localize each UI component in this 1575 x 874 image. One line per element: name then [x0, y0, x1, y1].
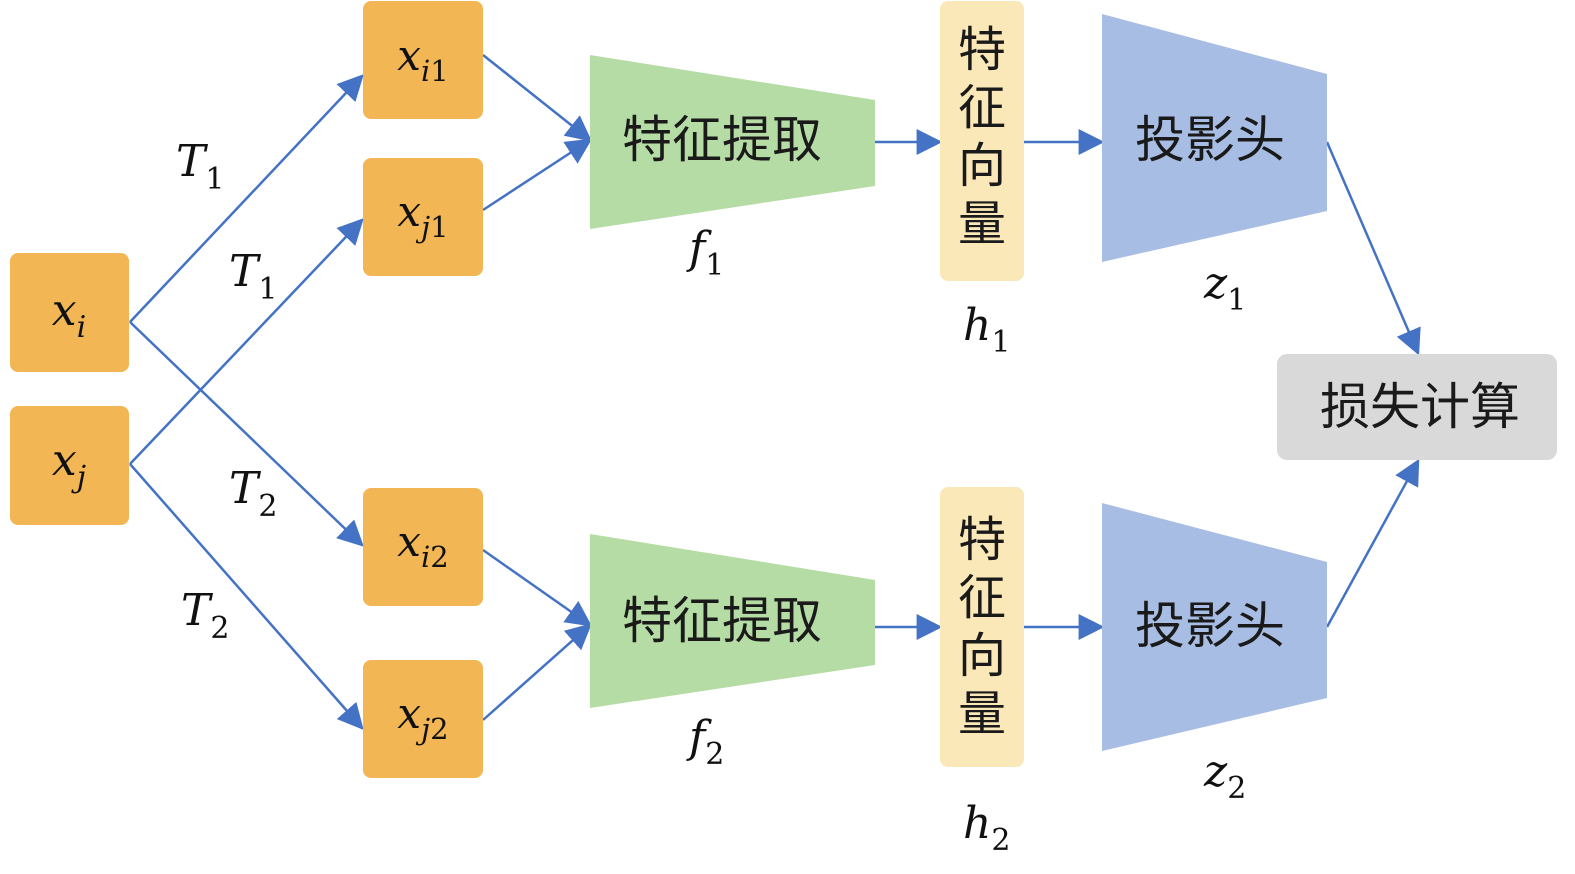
augmented-xi1: xi1 — [363, 1, 483, 119]
transform-label-t1-upper: T1 — [176, 136, 224, 197]
feature-vector-1-box — [940, 1, 1024, 281]
feature-vector-1-char-1: 特 — [958, 22, 1006, 78]
augmented-xj1-sub-num: 1 — [430, 210, 448, 244]
input-xj-box — [10, 406, 129, 525]
arrow-xj2-to-extractor-2 — [482, 623, 592, 721]
augmented-xj1-var: x — [397, 187, 421, 236]
feature-extractor-2: 特征提取 — [590, 534, 875, 708]
projection-head-2: 投影头 — [1102, 503, 1327, 751]
feature-vector-sym-h1: h1 — [963, 300, 1010, 360]
svg-text:xj1: xj1 — [397, 187, 448, 244]
transform-label-t1-lower: T1 — [229, 246, 277, 307]
augmented-xi2-var: x — [397, 517, 421, 566]
feature-extractor-2-label: 特征提取 — [622, 592, 822, 650]
augmented-xj1: xj1 — [363, 158, 483, 276]
arrow-xj-to-xj2 — [129, 463, 364, 730]
projection-head-1-label: 投影头 — [1135, 111, 1285, 169]
extractor-fn-f2: f2 — [686, 712, 724, 772]
feature-vector-2-char-2: 征 — [958, 570, 1006, 626]
projection-head-1-shape — [1102, 14, 1327, 262]
feature-extractor-1-label: 特征提取 — [622, 111, 822, 169]
feature-vector-1: 特 征 向 量 — [940, 1, 1024, 281]
projection-head-2-shape — [1102, 503, 1327, 751]
feature-vector-2-char-4: 量 — [958, 686, 1006, 742]
feature-extractor-1-shape — [590, 55, 875, 229]
arrow-projection-1-to-loss — [1325, 141, 1421, 356]
augmented-xi2-sub-index: i — [421, 540, 430, 574]
augmented-xj2-box — [363, 660, 483, 778]
transform-label-t2-upper: T2 — [229, 463, 277, 524]
projection-sym-z2: z2 — [1203, 746, 1246, 806]
projection-head-2-label: 投影头 — [1135, 597, 1285, 655]
feature-vector-2: 特 征 向 量 — [940, 487, 1024, 767]
input-xj: xj — [10, 406, 129, 525]
arrow-xj1-to-extractor-1 — [482, 138, 593, 212]
feature-vector-2-char-1: 特 — [958, 512, 1006, 568]
augmented-xi2: xi2 — [363, 488, 483, 606]
augmented-xj1-box — [363, 158, 483, 276]
input-xi-sub: i — [77, 310, 87, 345]
feature-vector-2-box — [940, 487, 1024, 767]
arrow-xi-to-xi2 — [129, 321, 364, 547]
augmented-xi2-box — [363, 488, 483, 606]
projection-head-1: 投影头 — [1102, 14, 1327, 262]
augmented-xj2-var: x — [397, 689, 421, 738]
augmented-xi1-sub-num: 1 — [430, 54, 448, 88]
augmented-xj2-sub-num: 2 — [430, 712, 448, 746]
augmented-xi1-sub-index: i — [421, 54, 430, 88]
arrow-xi-to-xi1 — [129, 74, 364, 323]
svg-text:xj2: xj2 — [397, 689, 448, 746]
arrows — [129, 54, 1421, 730]
input-xi-var: x — [52, 285, 77, 336]
feature-extractor-1: 特征提取 — [590, 55, 875, 229]
feature-vector-1-char-3: 向 — [958, 138, 1006, 194]
transform-label-t2-lower: T2 — [181, 585, 229, 646]
feature-vector-sym-h2: h2 — [963, 798, 1010, 858]
svg-text:xi2: xi2 — [397, 517, 448, 574]
arrow-xj-to-xj1 — [129, 218, 364, 465]
input-xi-box — [10, 253, 129, 372]
arrow-xi2-to-extractor-2 — [482, 548, 593, 627]
input-xj-var: x — [52, 435, 77, 486]
arrow-projection-2-to-loss — [1325, 458, 1420, 628]
svg-text:xi: xi — [52, 285, 86, 345]
augmented-xi2-sub-num: 2 — [430, 540, 448, 574]
input-xi: xi — [10, 253, 129, 372]
feature-vector-1-char-4: 量 — [958, 196, 1006, 252]
arrow-xi1-to-extractor-1 — [482, 54, 593, 142]
extractor-fn-f1: f1 — [686, 223, 724, 283]
loss-calculation-box — [1277, 354, 1557, 460]
feature-vector-2-char-3: 向 — [958, 628, 1006, 684]
svg-text:xi1: xi1 — [397, 31, 448, 88]
projection-sym-z1: z1 — [1203, 258, 1246, 318]
feature-extractor-2-shape — [590, 534, 875, 708]
augmented-xi1-box — [363, 1, 483, 119]
augmented-xi1-var: x — [397, 31, 421, 80]
loss-calculation-label: 损失计算 — [1320, 378, 1520, 436]
loss-calculation: 损失计算 — [1277, 354, 1557, 460]
feature-vector-1-char-2: 征 — [958, 80, 1006, 136]
augmented-xj2: xj2 — [363, 660, 483, 778]
